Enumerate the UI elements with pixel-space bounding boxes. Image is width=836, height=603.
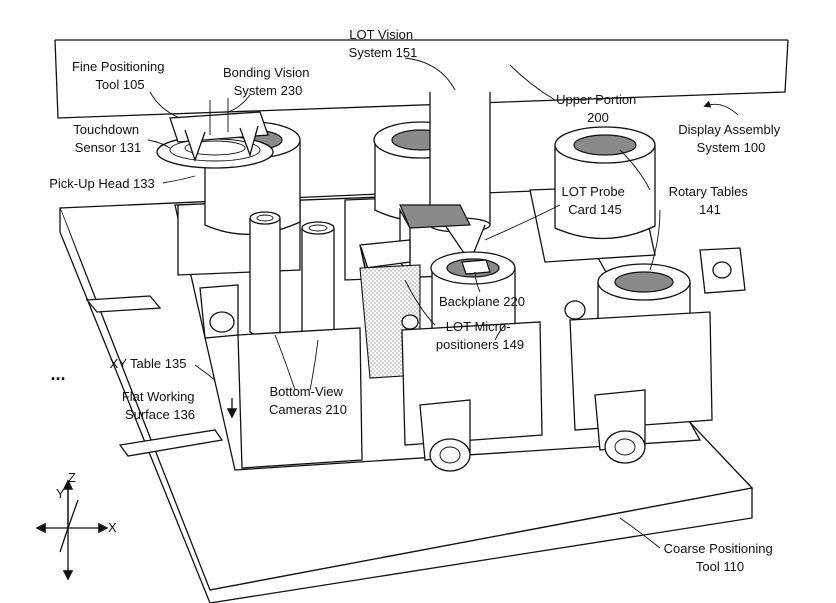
label-display-assembly-system: Display Assembly System 100 (678, 122, 784, 155)
label-coarse-positioning-tool: Coarse Positioning Tool 110 (664, 541, 777, 574)
coordinate-axes: Z Y X (35, 470, 117, 581)
bottom-view-cameras (249, 211, 335, 344)
label-lot-vision-system: LOT Vision System 151 (349, 27, 418, 60)
label-lot-probe-card: LOT Probe Card 145 (562, 184, 629, 217)
rotary-table-right-top (529, 126, 656, 263)
rotary-table-backplane (430, 251, 516, 343)
flat-working-surface-rails (85, 295, 224, 457)
label-flat-working-surface: Flat Working Surface 136 (122, 389, 198, 422)
label-touchdown-sensor: Touchdown Sensor 131 (73, 122, 142, 155)
label-rotary-tables: Rotary Tables 141 (669, 184, 752, 217)
curved-arrow (703, 100, 739, 116)
label-bottom-view-cameras: Bottom-View Cameras 210 (269, 384, 347, 417)
leader-lines (147, 57, 661, 549)
upper-portion-frame (54, 39, 789, 119)
label-ellipsis: ... (50, 364, 65, 384)
label-upper-portion: Upper Portion 200 (556, 92, 640, 125)
label-fine-positioning-tool: Fine Positioning Tool 105 (72, 59, 168, 92)
label-xy-table: XY Table 135 (110, 356, 187, 371)
axis-label-z: Z (68, 470, 76, 485)
right-motor-block (564, 247, 746, 464)
axis-label-x: X (108, 520, 117, 535)
center-motor-block (401, 314, 543, 472)
label-bonding-vision-system: Bonding Vision System 230 (223, 65, 313, 98)
label-lot-micropositioners: LOT Micro- positioners 149 (436, 319, 524, 352)
camera-base-block (199, 284, 363, 469)
pick-up-head-assembly (156, 98, 274, 169)
axis-label-y: Y (56, 486, 65, 501)
label-backplane: Backplane 220 (439, 294, 525, 309)
label-pick-up-head: Pick-Up Head 133 (49, 176, 155, 191)
callout-labels: Fine Positioning Tool 105 Bonding Vision… (49, 27, 784, 574)
